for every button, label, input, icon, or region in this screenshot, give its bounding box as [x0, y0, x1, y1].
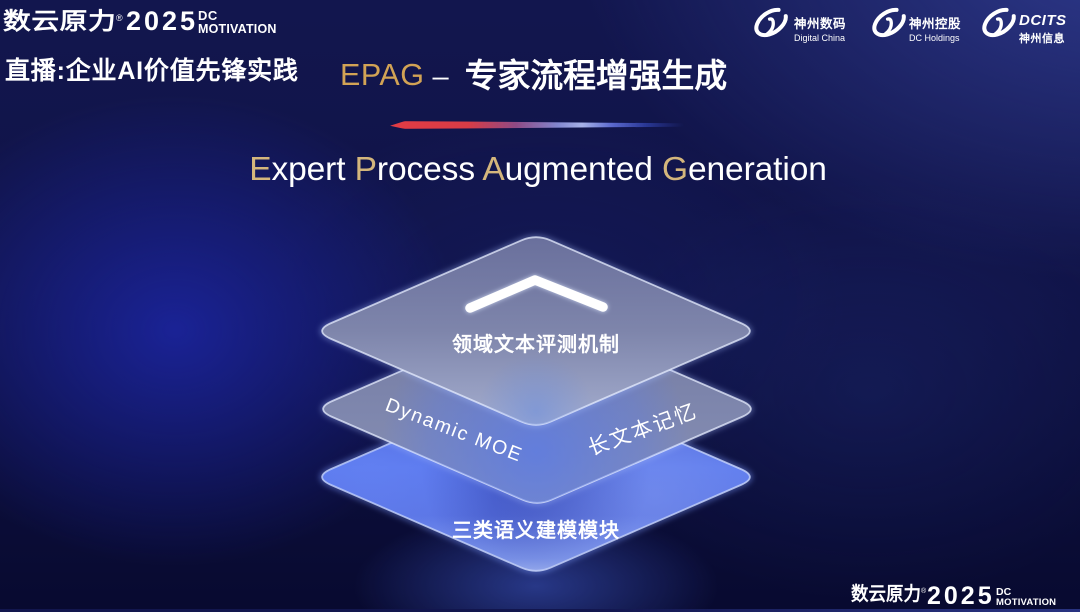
svg-text:领域文本评测机制: 领域文本评测机制	[452, 332, 620, 356]
svg-text:三类语义建模模块: 三类语义建模模块	[452, 518, 620, 542]
